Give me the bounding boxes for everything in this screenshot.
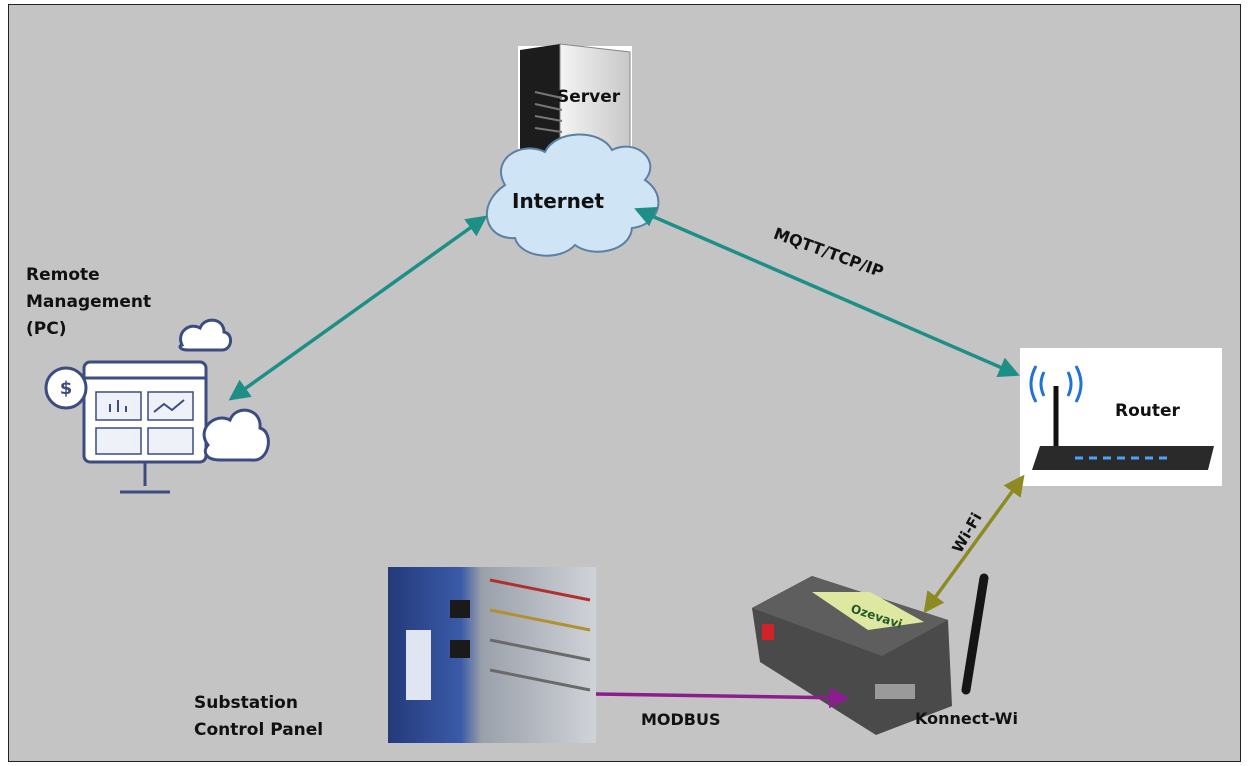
link-panel-konnect [595,687,851,709]
router-label: Router [1115,401,1180,421]
svg-text:$: $ [60,378,73,399]
cloud-sync-icon [202,408,270,462]
substation-line-1: Substation [194,693,298,713]
link-router-konnect [923,474,1025,614]
server-label: Server [557,87,621,107]
remote-management-label: Remote Management (PC) [26,262,151,343]
internet-label: Internet [512,189,605,213]
konnect-label: Konnect-Wi [915,709,1018,728]
dollar-cloud-icon: $ [44,366,88,410]
substation-label: Substation Control Panel [194,690,323,744]
substation-line-2: Control Panel [194,720,324,740]
substation-panel-image [388,567,596,743]
cloud-upload-icon [178,318,232,352]
router-icon [1020,348,1222,486]
pc-monitor-icon [82,360,208,494]
remote-management-line-3: (PC) [26,319,67,339]
modbus-link-label: MODBUS [641,710,721,729]
link-pc-internet [228,215,488,401]
remote-management-line-1: Remote [26,265,100,285]
remote-management-line-2: Management [26,292,152,312]
link-internet-router [634,207,1020,377]
konnect-device-icon: Ozevavi [752,573,989,735]
